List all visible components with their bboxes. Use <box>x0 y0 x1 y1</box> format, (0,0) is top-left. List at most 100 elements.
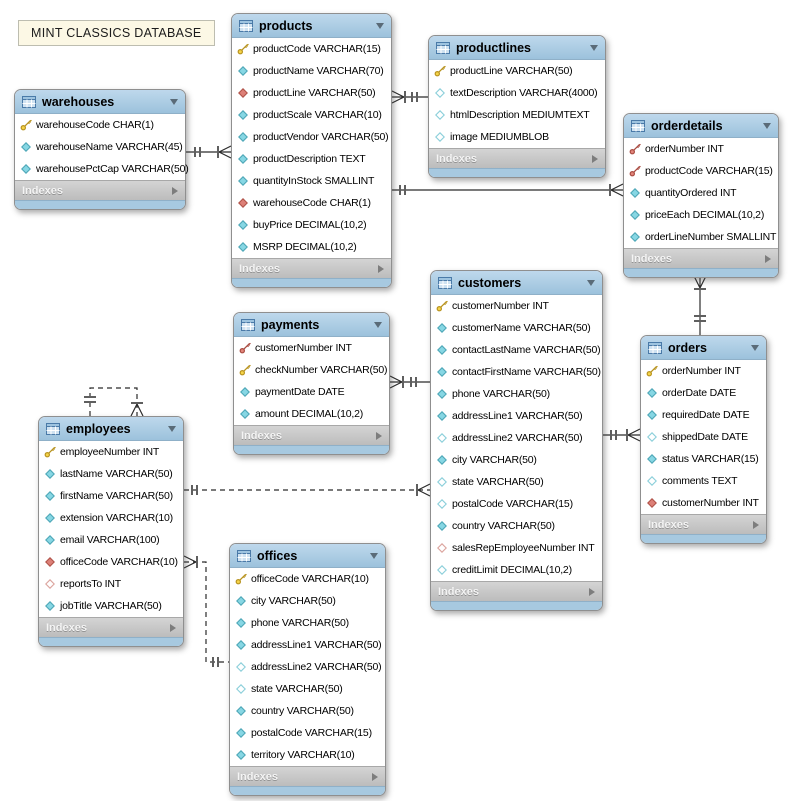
collapse-table-icon[interactable] <box>168 425 176 432</box>
column-row[interactable]: territory VARCHAR(10) <box>230 744 385 766</box>
column-row[interactable]: productCode VARCHAR(15) <box>624 160 778 182</box>
column-row[interactable]: status VARCHAR(15) <box>641 448 766 470</box>
column-row[interactable]: shippedDate DATE <box>641 426 766 448</box>
column-row[interactable]: orderNumber INT <box>641 360 766 382</box>
collapse-table-icon[interactable] <box>751 344 759 351</box>
column-row[interactable]: productLine VARCHAR(50) <box>429 60 605 82</box>
column-row[interactable]: productDescription TEXT <box>232 148 391 170</box>
table-header-orderdetails[interactable]: orderdetails <box>624 114 778 138</box>
relationship-productlines-products[interactable] <box>391 90 428 104</box>
column-row[interactable]: productVendor VARCHAR(50) <box>232 126 391 148</box>
indexes-row[interactable]: Indexes <box>39 617 183 637</box>
table-header-payments[interactable]: payments <box>234 313 389 337</box>
column-row[interactable]: postalCode VARCHAR(15) <box>431 493 602 515</box>
table-header-warehouses[interactable]: warehouses <box>15 90 185 114</box>
column-row[interactable]: addressLine1 VARCHAR(50) <box>230 634 385 656</box>
column-row[interactable]: jobTitle VARCHAR(50) <box>39 595 183 617</box>
column-row[interactable]: postalCode VARCHAR(15) <box>230 722 385 744</box>
column-row[interactable]: addressLine2 VARCHAR(50) <box>230 656 385 678</box>
column-row[interactable]: employeeNumber INT <box>39 441 183 463</box>
column-row[interactable]: quantityOrdered INT <box>624 182 778 204</box>
relationship-orders-orderdetails[interactable] <box>693 275 707 335</box>
collapse-table-icon[interactable] <box>376 22 384 29</box>
indexes-row[interactable]: Indexes <box>234 425 389 445</box>
table-header-orders[interactable]: orders <box>641 336 766 360</box>
column-row[interactable]: image MEDIUMBLOB <box>429 126 605 148</box>
column-row[interactable]: customerName VARCHAR(50) <box>431 317 602 339</box>
table-header-products[interactable]: products <box>232 14 391 38</box>
relationship-warehouses-products[interactable] <box>186 145 232 159</box>
column-row[interactable]: lastName VARCHAR(50) <box>39 463 183 485</box>
collapse-table-icon[interactable] <box>590 44 598 51</box>
column-row[interactable]: warehouseCode CHAR(1) <box>232 192 391 214</box>
column-row[interactable]: priceEach DECIMAL(10,2) <box>624 204 778 226</box>
column-row[interactable]: officeCode VARCHAR(10) <box>39 551 183 573</box>
indexes-row[interactable]: Indexes <box>641 514 766 534</box>
column-row[interactable]: warehouseName VARCHAR(45) <box>15 136 185 158</box>
column-row[interactable]: paymentDate DATE <box>234 381 389 403</box>
column-row[interactable]: customerNumber INT <box>431 295 602 317</box>
column-row[interactable]: email VARCHAR(100) <box>39 529 183 551</box>
relationship-customers-payments[interactable] <box>389 375 430 389</box>
column-row[interactable]: quantityInStock SMALLINT <box>232 170 391 192</box>
expand-indexes-icon[interactable] <box>765 254 771 263</box>
indexes-row[interactable]: Indexes <box>15 180 185 200</box>
column-row[interactable]: MSRP DECIMAL(10,2) <box>232 236 391 258</box>
column-row[interactable]: phone VARCHAR(50) <box>230 612 385 634</box>
column-row[interactable]: orderDate DATE <box>641 382 766 404</box>
column-row[interactable]: country VARCHAR(50) <box>431 515 602 537</box>
table-header-offices[interactable]: offices <box>230 544 385 568</box>
column-row[interactable]: warehousePctCap VARCHAR(50) <box>15 158 189 180</box>
column-row[interactable]: country VARCHAR(50) <box>230 700 385 722</box>
column-row[interactable]: productName VARCHAR(70) <box>232 60 391 82</box>
column-row[interactable]: contactFirstName VARCHAR(50) <box>431 361 602 383</box>
relationship-customers-orders[interactable] <box>603 428 641 442</box>
table-header-productlines[interactable]: productlines <box>429 36 605 60</box>
diagram-label[interactable]: MINT CLASSICS DATABASE <box>18 20 215 46</box>
indexes-row[interactable]: Indexes <box>624 248 778 268</box>
column-row[interactable]: addressLine2 VARCHAR(50) <box>431 427 602 449</box>
column-row[interactable]: state VARCHAR(50) <box>431 471 602 493</box>
indexes-row[interactable]: Indexes <box>431 581 602 601</box>
expand-indexes-icon[interactable] <box>170 623 176 632</box>
column-row[interactable]: requiredDate DATE <box>641 404 766 426</box>
expand-indexes-icon[interactable] <box>589 587 595 596</box>
collapse-table-icon[interactable] <box>370 552 378 559</box>
column-row[interactable]: firstName VARCHAR(50) <box>39 485 183 507</box>
collapse-table-icon[interactable] <box>170 98 178 105</box>
column-row[interactable]: orderLineNumber SMALLINT <box>624 226 778 248</box>
column-row[interactable]: orderNumber INT <box>624 138 778 160</box>
expand-indexes-icon[interactable] <box>376 431 382 440</box>
expand-indexes-icon[interactable] <box>378 264 384 273</box>
collapse-table-icon[interactable] <box>587 279 595 286</box>
column-row[interactable]: customerNumber INT <box>641 492 766 514</box>
column-row[interactable]: contactLastName VARCHAR(50) <box>431 339 602 361</box>
relationship-products-orderdetails[interactable] <box>392 183 624 197</box>
expand-indexes-icon[interactable] <box>753 520 759 529</box>
column-row[interactable]: textDescription VARCHAR(4000) <box>429 82 605 104</box>
column-row[interactable]: city VARCHAR(50) <box>431 449 602 471</box>
column-row[interactable]: creditLimit DECIMAL(10,2) <box>431 559 602 581</box>
column-row[interactable]: customerNumber INT <box>234 337 389 359</box>
column-row[interactable]: productCode VARCHAR(15) <box>232 38 391 60</box>
relationship-offices-employees[interactable] <box>183 555 229 667</box>
expand-indexes-icon[interactable] <box>372 772 378 781</box>
collapse-table-icon[interactable] <box>763 122 771 129</box>
expand-indexes-icon[interactable] <box>172 186 178 195</box>
table-header-employees[interactable]: employees <box>39 417 183 441</box>
table-header-customers[interactable]: customers <box>431 271 602 295</box>
column-row[interactable]: phone VARCHAR(50) <box>431 383 602 405</box>
relationship-employees-customers[interactable] <box>184 483 431 497</box>
column-row[interactable]: addressLine1 VARCHAR(50) <box>431 405 602 427</box>
expand-indexes-icon[interactable] <box>592 154 598 163</box>
column-row[interactable]: reportsTo INT <box>39 573 183 595</box>
column-row[interactable]: state VARCHAR(50) <box>230 678 385 700</box>
column-row[interactable]: htmlDescription MEDIUMTEXT <box>429 104 605 126</box>
